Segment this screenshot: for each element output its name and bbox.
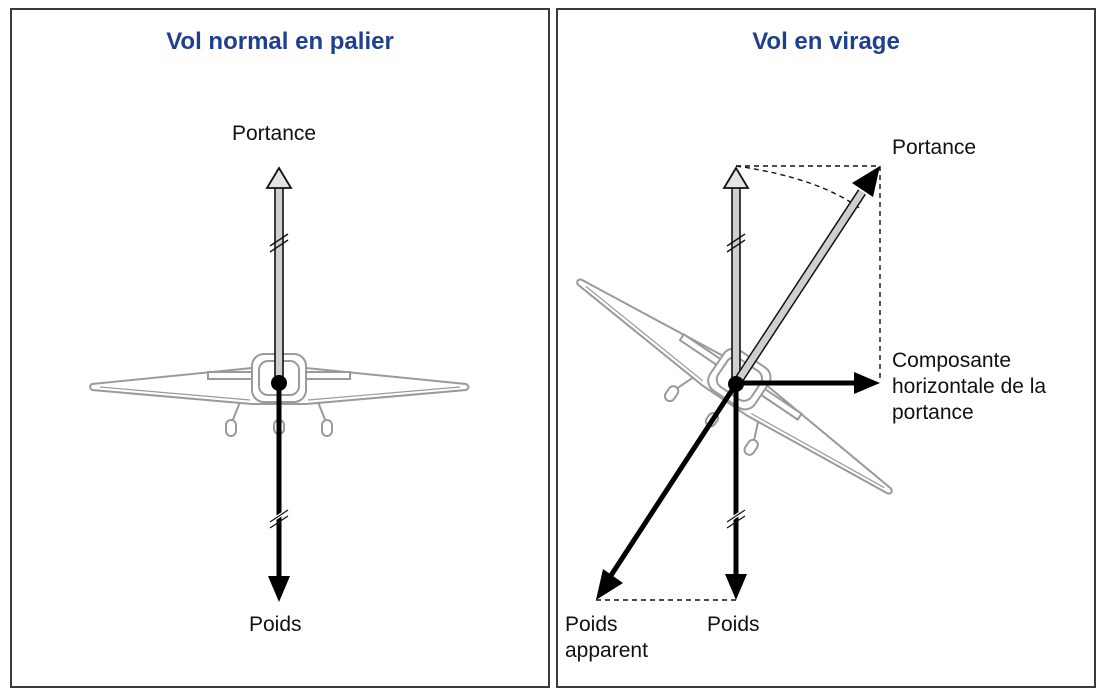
lift-arrow-level — [265, 166, 293, 383]
lift-label-turn: Portance — [892, 136, 977, 159]
horizontal-component-arrow — [736, 372, 880, 394]
center-of-gravity-dot-turn — [728, 376, 744, 392]
weight-arrow-turn — [725, 384, 747, 600]
weight-label-level: Poids — [249, 613, 302, 636]
center-of-gravity-dot-level — [271, 375, 287, 391]
vector-construction-lines — [596, 165, 881, 601]
panel-title-level-flight: Vol normal en palier — [166, 28, 394, 55]
apparent-weight-label-line2: apparent — [565, 639, 648, 662]
lift-label-level: Portance — [232, 122, 317, 145]
apparent-weight-label-line1: Poids — [565, 613, 618, 636]
horizontal-component-label-line3: portance — [892, 401, 974, 424]
panel-title-turning-flight: Vol en virage — [752, 28, 900, 55]
weight-arrow-level — [268, 383, 290, 602]
horizontal-component-label-line2: horizontale de la — [892, 375, 1047, 398]
total-lift-arrow-turn — [732, 166, 880, 387]
weight-label-turn: Poids — [707, 613, 760, 636]
horizontal-component-label-line1: Composante — [892, 349, 1012, 372]
turning-flight-panel: Vol en virage — [556, 8, 1096, 688]
apparent-weight-arrow — [596, 382, 739, 600]
